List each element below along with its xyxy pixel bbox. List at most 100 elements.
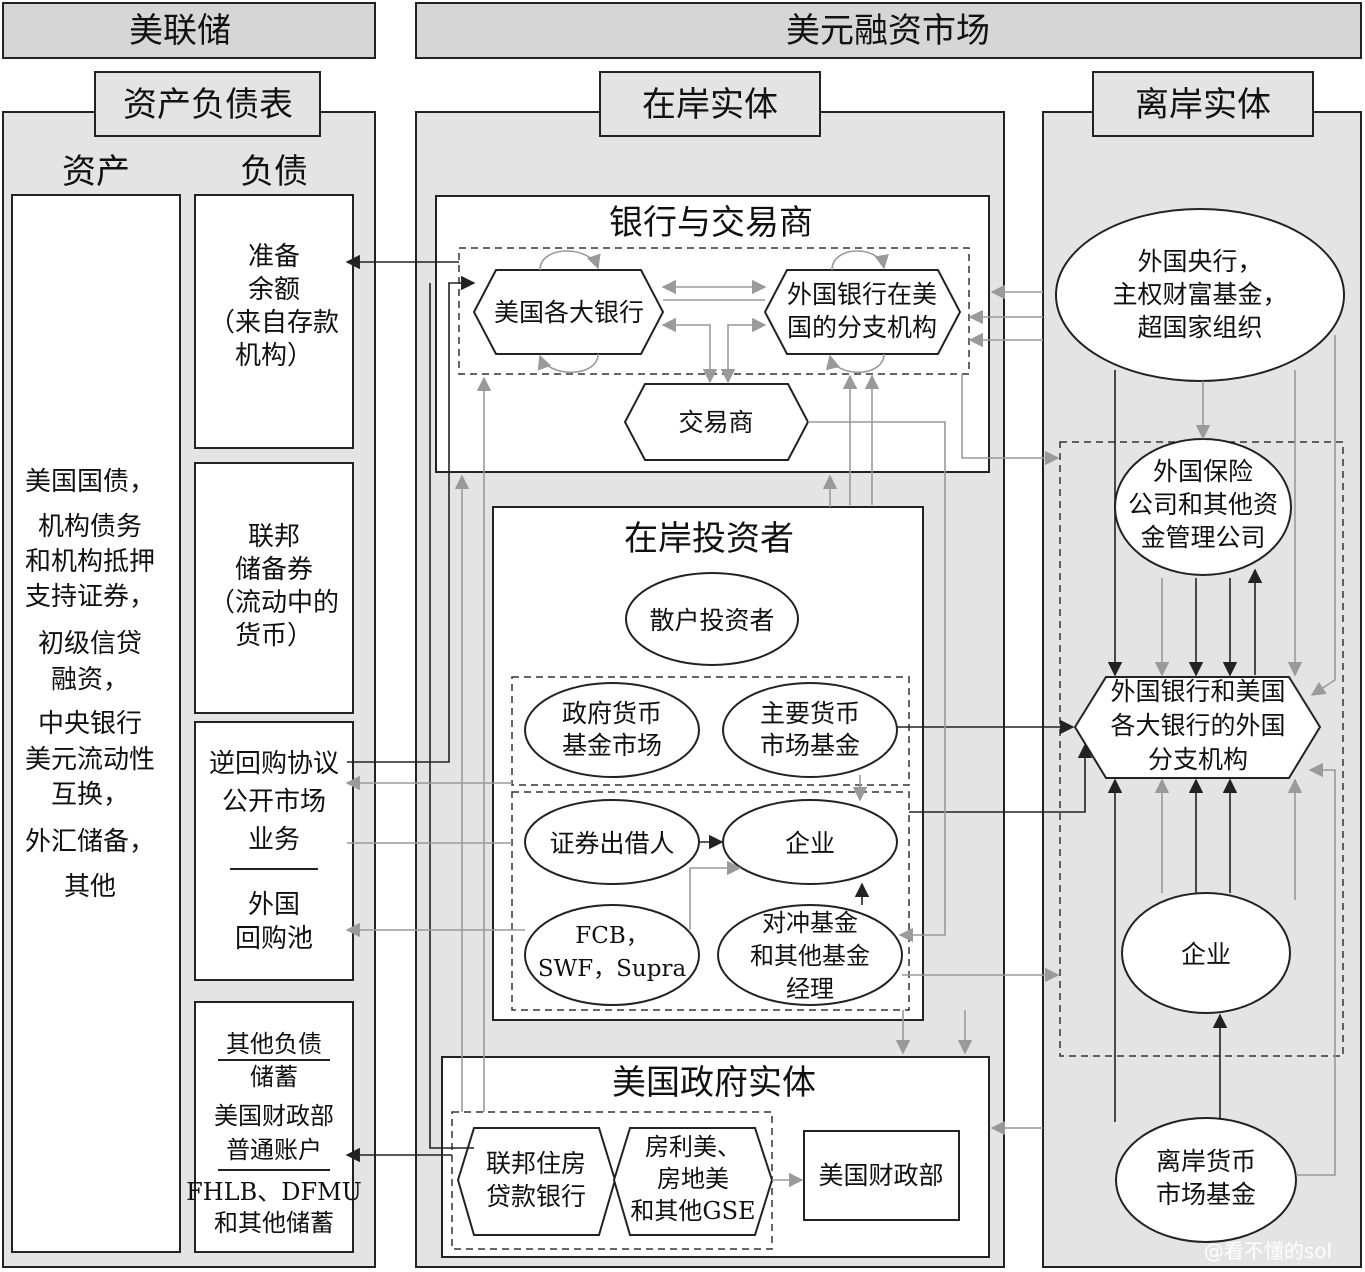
foreign-branches-label-line: 国的分支机构 <box>787 313 937 342</box>
hedge-funds-label-line: 和其他基金 <box>750 942 870 970</box>
assets-list-line: 美元流动性 <box>25 745 155 775</box>
assets-list-line: 支持证券， <box>25 582 155 612</box>
retail-label: 散户投资者 <box>649 606 774 635</box>
reserves-label-line: （来自存款 <box>209 308 339 338</box>
gse-label-line: 房利美、 <box>645 1133 741 1161</box>
onshore-title: 在岸实体 <box>642 85 778 125</box>
offshore-mmf-label-line: 市场基金 <box>1156 1180 1256 1209</box>
lender-group-dashed <box>511 791 910 1011</box>
loop-foreign-bottom <box>825 353 885 374</box>
us-banks-label: 美国各大银行 <box>494 298 644 327</box>
repo-box <box>194 721 354 981</box>
watermark: @看不懂的sol <box>1204 1239 1332 1263</box>
other-liab-label-line: 储蓄 <box>250 1063 298 1091</box>
reserves-label-line: 余额 <box>248 275 300 305</box>
repo-label-line: 逆回购协议 <box>209 749 339 779</box>
flow-cb-side <box>1310 335 1336 696</box>
loop-usbanks-bottom <box>537 353 599 374</box>
flow-fhlb-to-banks <box>429 283 474 1149</box>
foreign-branches-label-line: 外国银行在美 <box>787 280 937 309</box>
prime-mmf-node <box>722 682 898 778</box>
notes-label-line: 储备券 <box>235 555 313 585</box>
foreign-banks-node <box>1073 676 1322 779</box>
repo-label-line: 公开市场 <box>222 787 326 817</box>
mmf-group-dashed <box>511 676 910 786</box>
central-banks-label-line: 超国家组织 <box>1137 313 1262 342</box>
fcb-node <box>524 904 700 1006</box>
treasury-label: 美国财政部 <box>818 1161 943 1190</box>
fhlb-label-line: 联邦住房 <box>486 1149 586 1178</box>
notes-box <box>194 462 354 714</box>
hedge-funds-label-line: 对冲基金 <box>762 909 858 937</box>
sec-lenders-label: 证券出借人 <box>549 829 674 858</box>
gse-label-line: 和其他GSE <box>630 1197 755 1225</box>
treasury-node <box>803 1130 960 1221</box>
retail-investors-node <box>625 572 799 666</box>
offshore-mmf-label-line: 离岸货币 <box>1156 1147 1256 1176</box>
notes-label-line: 货币） <box>235 621 313 651</box>
onshore-investors-title: 在岸投资者 <box>624 519 794 559</box>
other-liab-label-line: FHLB、DFMU <box>186 1178 362 1206</box>
assets-list-line: 和机构抵押 <box>25 547 155 577</box>
flow-repo-to-banks <box>347 275 476 763</box>
offshore-title: 离岸实体 <box>1135 85 1271 125</box>
insurance-label-line: 公司和其他资 <box>1128 490 1278 519</box>
foreign-banks-label-line: 各大银行的外国 <box>1110 711 1285 740</box>
balance-sheet-tab <box>94 71 321 137</box>
loop-foreign-top <box>831 250 889 271</box>
assets-list-line: 中央银行 <box>38 709 142 739</box>
foreign-branches-node <box>763 269 962 355</box>
hedge-funds-node <box>717 904 903 1006</box>
central-banks-label-line: 外国央行， <box>1137 247 1262 276</box>
fhlb-label-line: 贷款银行 <box>486 1182 586 1211</box>
balance-sheet-title: 资产负债表 <box>123 85 293 125</box>
flow-fcb-to-corp <box>689 860 742 930</box>
other-liabilities-box <box>194 1001 354 1253</box>
assets-heading: 资产 <box>62 152 130 192</box>
offshore-tab <box>1092 71 1314 137</box>
liabilities-heading: 负债 <box>240 152 308 192</box>
repo-label-line: 业务 <box>248 825 300 855</box>
fed-title: 美联储 <box>129 11 231 51</box>
market-title: 美元融资市场 <box>786 11 990 51</box>
assets-list-line: 外汇储备， <box>25 827 155 857</box>
flow-banks-dealers <box>661 317 718 384</box>
other-liab-label-line: 和其他储蓄 <box>214 1209 334 1237</box>
foreign-banks-label-line: 分支机构 <box>1148 745 1248 774</box>
offshore-group-dashed <box>1059 441 1344 1057</box>
foreign-banks-label-line: 外国银行和美国 <box>1110 677 1285 706</box>
prime-mmf-label-line: 主要货币 <box>760 699 860 728</box>
foreign-repo-label-line: 外国 <box>248 890 300 920</box>
other-liab-label-line: 其他负债 <box>226 1030 322 1058</box>
reserves-label-line: 机构） <box>235 341 313 371</box>
dealers-label: 交易商 <box>678 408 753 437</box>
dark-flows <box>345 254 1263 1163</box>
flow-mmf-fbanks-side <box>1296 762 1336 1176</box>
insurance-label-line: 外国保险 <box>1153 457 1253 486</box>
notes-label-line: （流动中的 <box>209 588 339 618</box>
gov-mmf-label-line: 政府货币 <box>562 699 662 728</box>
central-banks-node <box>1055 208 1345 382</box>
assets-list-line: 机构债务 <box>38 512 142 542</box>
fed-header-bar <box>2 2 376 59</box>
flow-dealers-right <box>808 421 946 943</box>
gse-label-line: 房地美 <box>657 1165 729 1193</box>
foreign-repo-label-line: 回购池 <box>235 924 313 954</box>
fcb-label-line: FCB， <box>575 923 648 949</box>
loop-usbanks-top <box>539 250 601 271</box>
fcb-label-line: SWF，Supra <box>538 956 687 982</box>
gov-mmf-node <box>524 682 700 778</box>
other-liab-label-line: 美国财政部 <box>214 1102 334 1130</box>
assets-list-line: 初级信贷 <box>38 629 142 659</box>
other-liab-label-line: 普通账户 <box>226 1136 322 1164</box>
onshore-corporates-label: 企业 <box>785 829 835 858</box>
market-header-bar <box>415 2 1362 59</box>
us-gov-title: 美国政府实体 <box>612 1063 816 1103</box>
us-banks-node <box>472 269 665 355</box>
gray-flows <box>345 250 1336 1188</box>
assets-list-line: 美国国债， <box>25 467 155 497</box>
central-banks-label-line: 主权财富基金， <box>1112 280 1287 309</box>
flow-foreign-dealers <box>720 317 767 384</box>
reserves-box <box>194 194 354 449</box>
